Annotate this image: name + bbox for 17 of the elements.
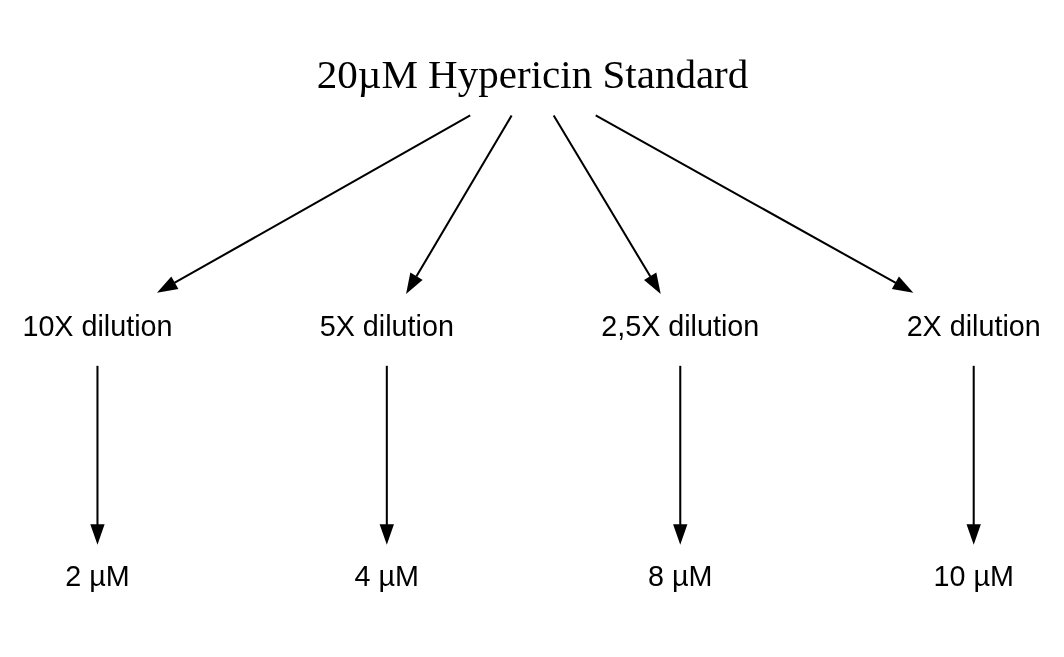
node-text: 4 µM — [354, 560, 420, 593]
node-text: 10 µM — [933, 560, 1014, 593]
node-text: 2X dilution — [906, 310, 1041, 343]
arrow — [379, 365, 394, 545]
node-text: 2,5X dilution — [601, 310, 760, 343]
node-text: 8 µM — [648, 560, 713, 593]
node-text: 20µM Hypericin Standard — [316, 51, 749, 98]
node-text: 5X dilution — [319, 310, 454, 343]
arrow — [552, 114, 661, 294]
arrow — [90, 365, 105, 545]
arrow — [406, 114, 513, 294]
arrow — [157, 114, 471, 293]
arrow — [595, 114, 914, 293]
node-text: 2 µM — [65, 560, 130, 593]
arrow — [673, 365, 688, 545]
arrow — [966, 365, 981, 545]
node-text: 10X dilution — [22, 310, 173, 343]
